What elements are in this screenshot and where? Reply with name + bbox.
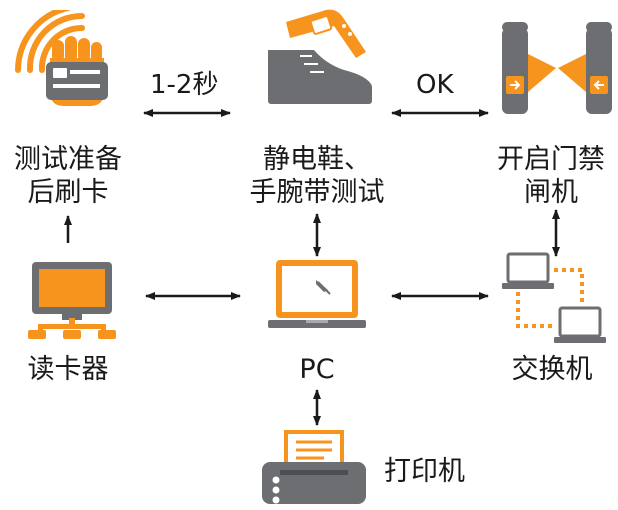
printer-icon [262,430,366,504]
card-swipe-icon [15,10,108,106]
network-switch-icon [502,252,606,343]
turnstile-gate-label-line2: 闸机 [524,177,578,208]
shoe-wriststrap-label-line2: 手腕带测试 [249,177,385,208]
network-switch-label: 交换机 [511,354,593,385]
pc-laptop-icon [268,260,366,328]
turnstile-gate-label: 开启门禁 闸机 [484,143,618,209]
printer-label: 打印机 [384,456,465,487]
turnstile-gate-label-line1: 开启门禁 [497,144,605,175]
turnstile-gate-icon [502,22,612,114]
pc-label: PC [299,354,335,385]
card-reader-label: 读卡器 [27,354,109,385]
shoe-wriststrap-label: 静电鞋、 手腕带测试 [232,143,402,209]
edge-label-tester-gate: OK [416,70,454,100]
card-swipe-label-line2: 后刷卡 [27,177,109,208]
edge-label-card-tester: 1-2秒 [150,70,219,100]
card-reader-icon [28,262,116,339]
shoe-wriststrap-label-line1: 静电鞋、 [263,144,371,175]
card-swipe-label: 测试准备 后刷卡 [0,143,136,209]
shoe-wriststrap-icon [268,9,372,104]
card-swipe-label-line1: 测试准备 [14,144,122,175]
